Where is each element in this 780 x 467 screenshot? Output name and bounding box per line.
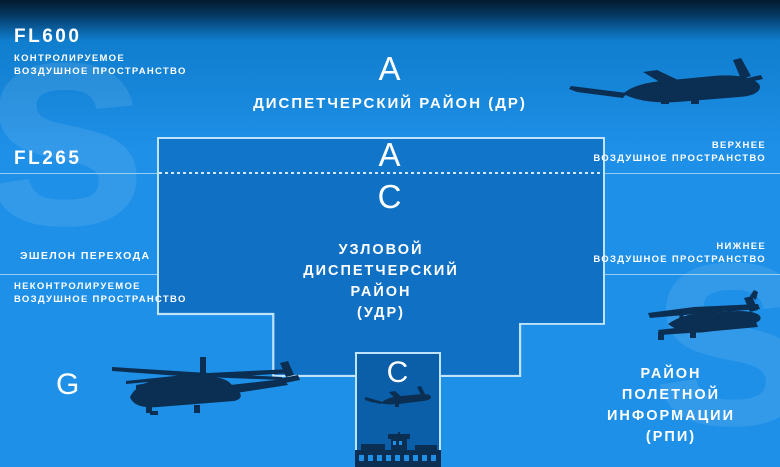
- class-letter-ctr: С: [386, 356, 410, 389]
- flight-level-fl265: FL265: [14, 148, 82, 169]
- helicopter-silhouette-icon: [112, 345, 302, 429]
- class-letter-dr: А: [378, 50, 402, 87]
- fl265-rule-left: [0, 173, 157, 174]
- transition-rule-left: [0, 274, 157, 275]
- airport-terminal-icon: [355, 432, 441, 467]
- label-uncontrolled-airspace: НЕКОНТРОЛИРУЕМОЕ ВОЗДУШНОЕ ПРОСТРАНСТВО: [14, 281, 187, 305]
- class-letter-udr-lower: С: [377, 178, 403, 215]
- region-title-dr: ДИСПЕТЧЕРСКИЙ РАЙОН (ДР): [253, 95, 527, 112]
- departing-jet-icon: [365, 385, 433, 411]
- flight-level-fl600: FL600: [14, 26, 82, 47]
- sky-top-gradient: [0, 0, 780, 40]
- class-letter-uncontrolled: G: [56, 368, 81, 401]
- transition-rule-right: [605, 274, 780, 275]
- fl265-rule-right: [605, 173, 780, 174]
- label-upper-airspace: ВЕРХНЕЕ ВОЗДУШНОЕ ПРОСТРАНСТВО: [593, 140, 766, 164]
- udr-block: [157, 137, 605, 377]
- label-lower-airspace: НИЖНЕЕ ВОЗДУШНОЕ ПРОСТРАНСТВО: [593, 241, 766, 265]
- label-transition-level: ЭШЕЛОН ПЕРЕХОДА: [20, 250, 151, 262]
- biplane-silhouette-icon: [640, 280, 768, 358]
- watermark-left: s: [0, 0, 149, 288]
- region-title-udr: УЗЛОВОЙ ДИСПЕТЧЕРСКИЙ РАЙОН (УДР): [303, 242, 459, 321]
- class-letter-udr-upper: А: [378, 136, 402, 173]
- region-title-fir: РАЙОН ПОЛЕТНОЙ ИНФОРМАЦИИ (РПИ): [606, 366, 735, 445]
- label-controlled-airspace: КОНТРОЛИРУЕМОЕ ВОЗДУШНОЕ ПРОСТРАНСТВО: [14, 53, 187, 77]
- airliner-silhouette-icon: [565, 52, 765, 118]
- transition-dotted-line: [159, 172, 603, 174]
